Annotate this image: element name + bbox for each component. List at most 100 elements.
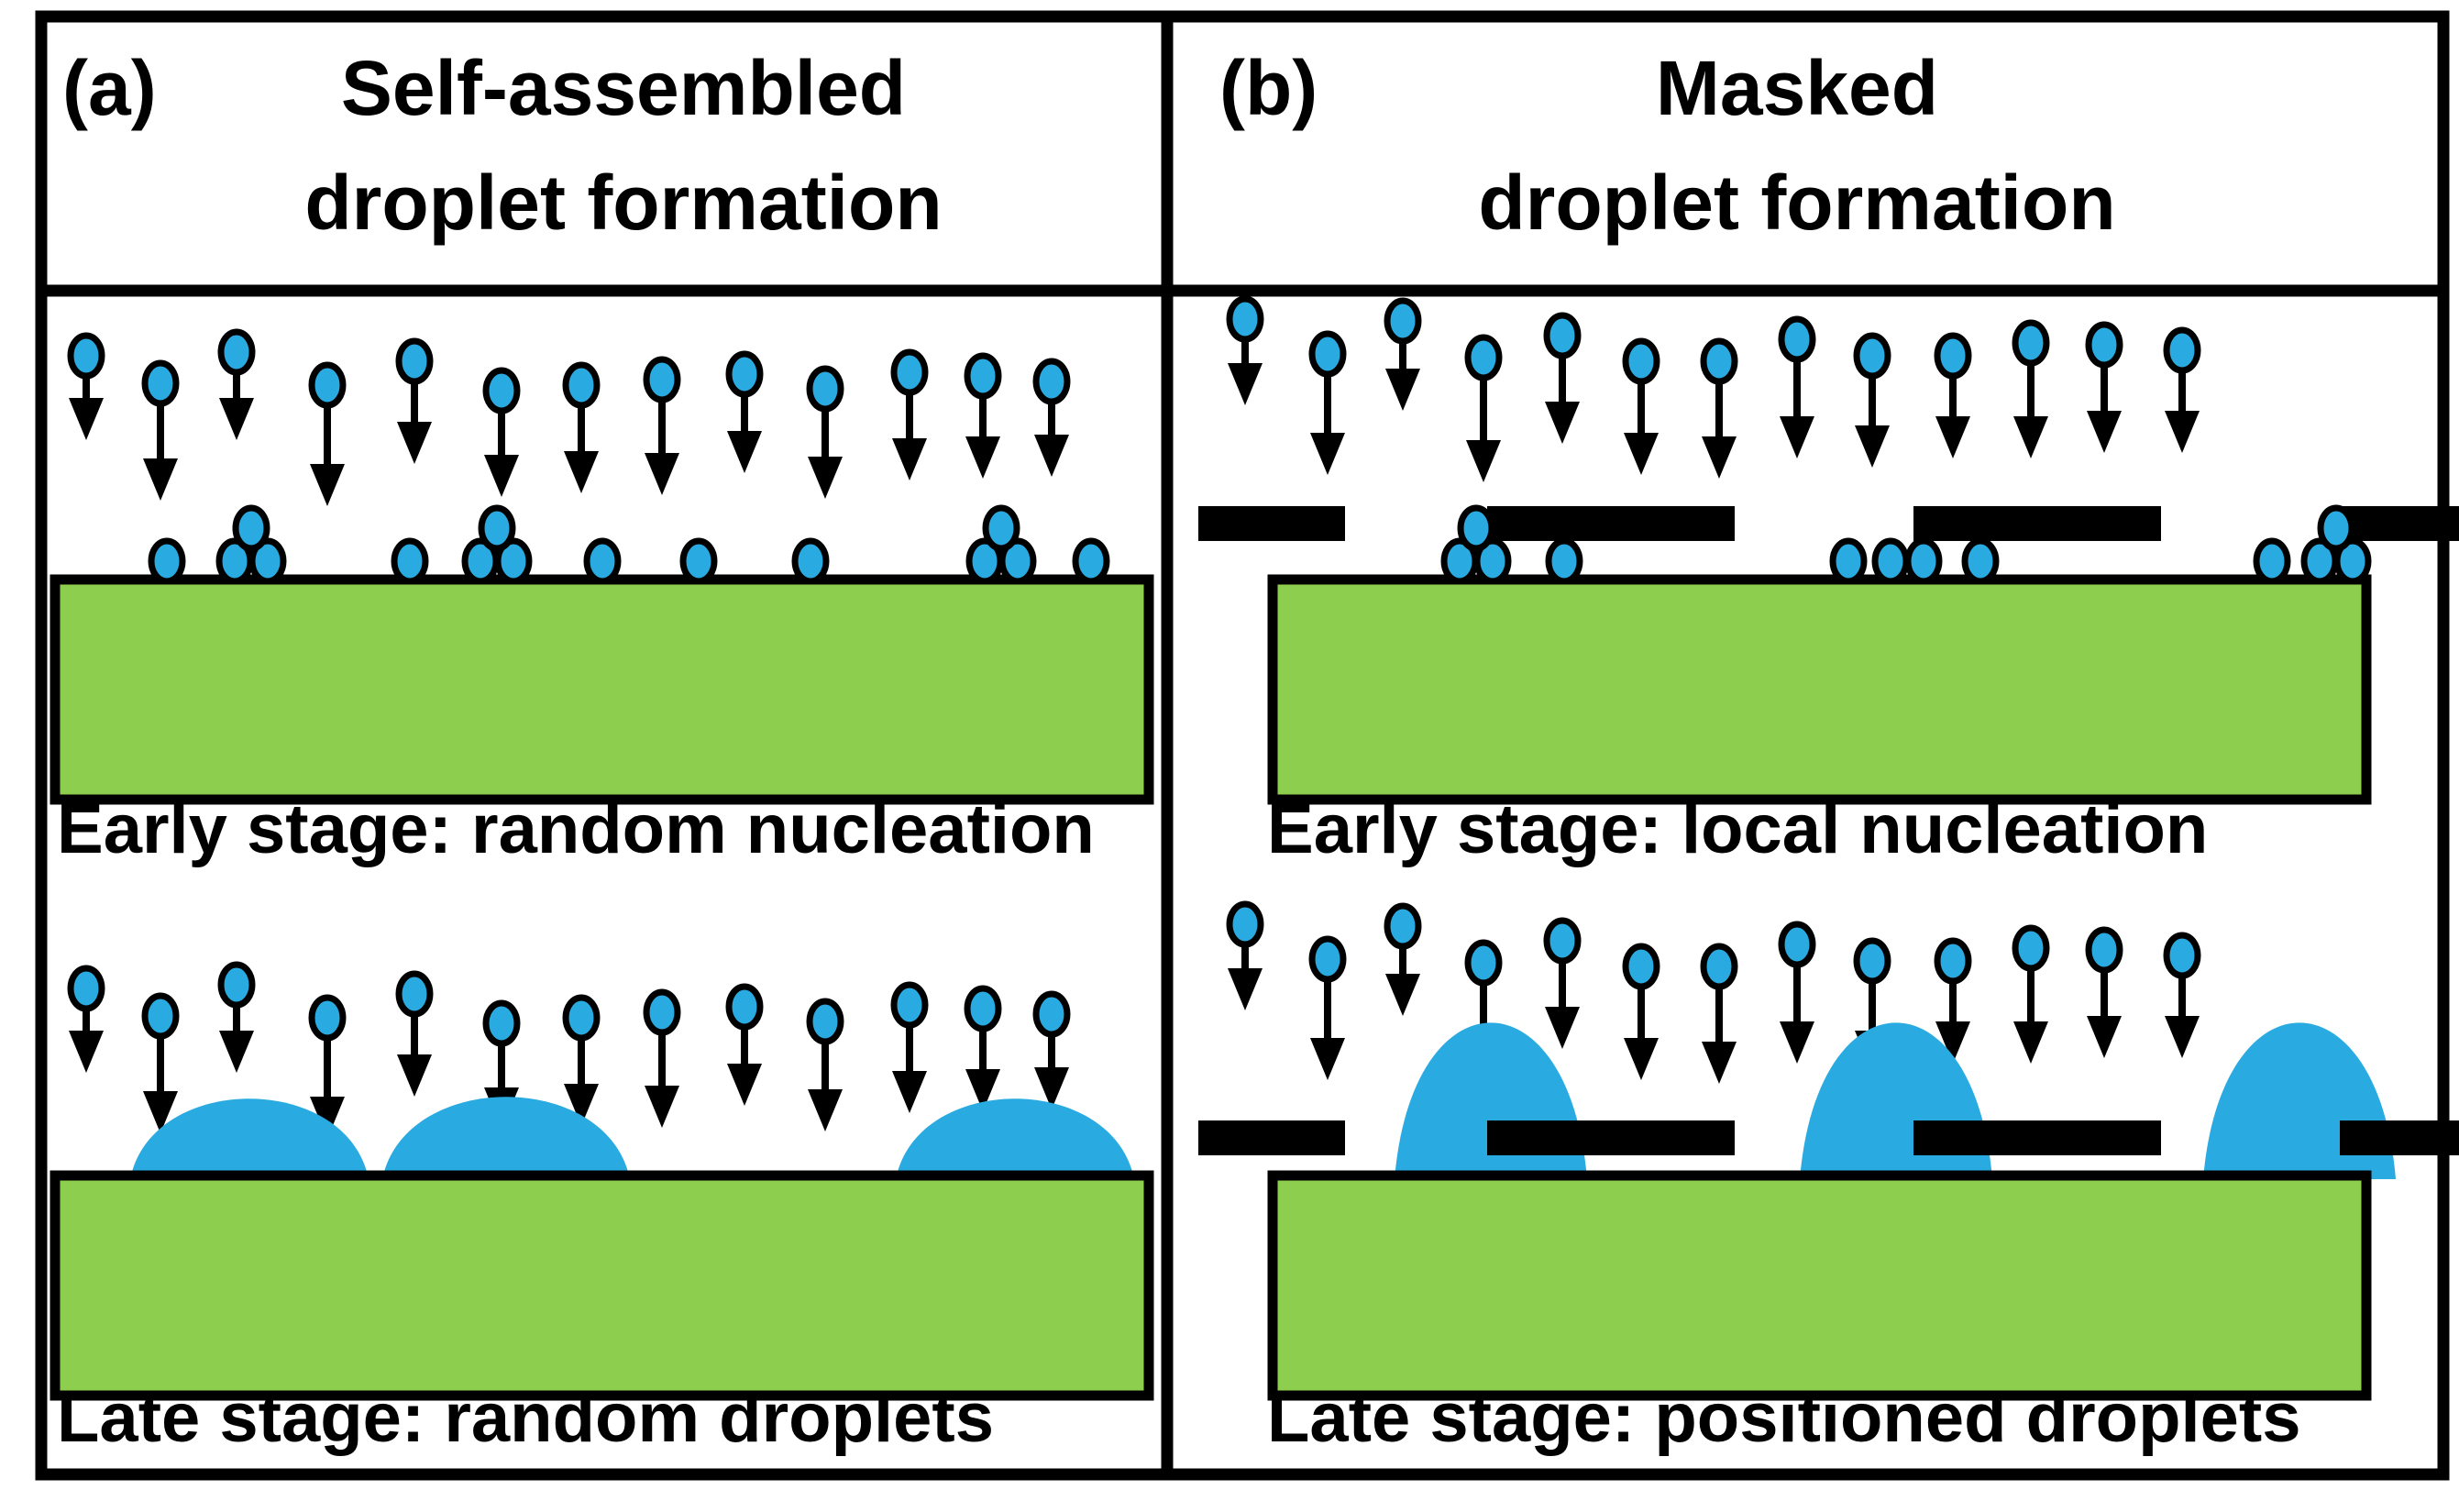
arrow-head-b-l-10 — [2013, 1021, 2048, 1064]
arrow-head-b-l-0 — [1228, 968, 1263, 1010]
vapor-particle-b-e-0 — [1226, 295, 1264, 343]
panel-b-early-stage-scene — [1198, 295, 2459, 805]
vapor-particle-b-l-3 — [1464, 939, 1503, 987]
vapor-particle-b-l-12 — [2163, 932, 2201, 979]
panel-a-early-caption: Early stage: random nucleation — [57, 790, 1095, 868]
arrow-head-b-l-11 — [2087, 1016, 2122, 1058]
arrow-head-b-e-12 — [2165, 411, 2200, 453]
arrow-head-b-e-3 — [1466, 440, 1501, 482]
mask-bar-b-late-3 — [2340, 1120, 2459, 1155]
arrow-head-a-e-8 — [727, 431, 762, 473]
arrow-head-b-l-12 — [2165, 1016, 2200, 1058]
vapor-particle-a-l-4 — [395, 970, 434, 1018]
droplet-dome-a-l-1 — [382, 1097, 630, 1179]
surface-nucleus-a-e-1b — [248, 537, 287, 585]
arrow-head-a-l-10 — [892, 1071, 927, 1113]
vapor-particle-a-e-11 — [964, 352, 1002, 400]
arrow-head-b-e-0 — [1228, 363, 1263, 405]
vapor-particle-b-l-10 — [2012, 924, 2050, 972]
vapor-particle-b-e-3 — [1464, 334, 1503, 381]
surface-nucleus-b-e-2 — [1829, 537, 1868, 585]
vapor-particle-a-e-1 — [141, 359, 180, 407]
vapor-particle-a-e-2 — [217, 328, 256, 376]
panel-a-title-line1: Self-assembled — [341, 45, 906, 131]
arrow-head-a-e-0 — [69, 398, 104, 440]
surface-nucleus-a-e-7c — [982, 504, 1020, 552]
panel-b-late-caption: Late stage: positioned droplets — [1267, 1379, 2300, 1457]
surface-nucleus-a-e-7b — [998, 537, 1037, 585]
arrow-head-a-e-10 — [892, 438, 927, 480]
vapor-particle-b-l-1 — [1308, 935, 1347, 983]
vapor-particle-b-e-4 — [1543, 312, 1582, 359]
surface-nucleus-a-e-4 — [583, 537, 622, 585]
panel-b-late-stage-scene — [1198, 900, 2459, 1401]
substrate-block-b-early — [1267, 574, 2372, 805]
panel-b-title-line2: droplet formation — [1478, 160, 2115, 246]
vapor-particle-b-l-11 — [2085, 926, 2123, 974]
vapor-particle-a-e-12 — [1032, 358, 1071, 405]
vapor-particle-a-l-12 — [1032, 990, 1071, 1038]
arrow-head-b-l-2 — [1385, 974, 1420, 1016]
surface-nucleus-b-e-0b — [1473, 537, 1512, 585]
vapor-particle-a-e-3 — [308, 361, 347, 409]
vapor-particle-b-l-5 — [1622, 943, 1660, 990]
arrow-head-b-l-9 — [1935, 1021, 1970, 1064]
panel-b-title-line1: Masked — [1656, 45, 1938, 131]
vapor-particle-b-l-6 — [1700, 943, 1738, 990]
arrow-head-a-l-11 — [965, 1069, 1000, 1111]
vapor-particle-b-e-11 — [2085, 321, 2123, 369]
surface-nucleus-b-e-6b — [2333, 537, 2372, 585]
vapor-particle-b-l-9 — [1934, 937, 1972, 985]
surface-nucleus-a-e-1c — [232, 504, 270, 552]
surface-nucleus-b-e-0c — [1457, 504, 1495, 552]
vapor-particle-a-e-0 — [67, 332, 105, 380]
arrow-head-a-l-12 — [1034, 1067, 1069, 1109]
arrow-head-a-l-9 — [808, 1089, 843, 1131]
vapor-particle-a-l-0 — [67, 965, 105, 1012]
arrow-head-a-e-4 — [397, 422, 432, 464]
arrow-head-a-e-6 — [564, 451, 599, 493]
arrow-head-a-e-5 — [484, 455, 519, 497]
vapor-particle-a-e-5 — [482, 367, 521, 414]
surface-nucleus-a-e-5 — [679, 537, 718, 585]
arrow-head-b-e-2 — [1385, 369, 1420, 411]
vapor-particle-a-e-7 — [643, 356, 681, 403]
droplet-dome-b-l-2 — [2203, 1022, 2396, 1179]
vapor-particle-a-l-5 — [482, 999, 521, 1047]
panel-a-late-caption: Late stage: random droplets — [57, 1379, 994, 1457]
vapor-particle-b-e-6 — [1700, 337, 1738, 385]
arrow-head-b-e-5 — [1624, 433, 1659, 475]
panel-b-early-caption: Early stage: local nucleation — [1267, 790, 2208, 868]
surface-nucleus-a-e-3c — [478, 504, 516, 552]
arrow-head-b-l-6 — [1702, 1042, 1737, 1084]
arrow-head-b-l-7 — [1780, 1021, 1814, 1064]
vapor-particle-b-e-1 — [1308, 330, 1347, 378]
arrow-head-b-l-5 — [1624, 1038, 1659, 1080]
arrow-head-a-e-3 — [310, 464, 345, 506]
vapor-particle-b-l-4 — [1543, 917, 1582, 965]
droplet-dome-a-l-2 — [896, 1098, 1134, 1179]
vapor-particle-a-e-6 — [562, 361, 601, 409]
surface-nucleus-b-e-6c — [2317, 504, 2355, 552]
vapor-particle-a-l-9 — [806, 998, 844, 1045]
vapor-particle-b-l-8 — [1853, 937, 1891, 985]
vapor-particle-b-e-9 — [1934, 332, 1972, 380]
substrate-block-a-early — [50, 574, 1154, 805]
arrow-head-a-l-4 — [397, 1054, 432, 1097]
mask-bar-b-late-0 — [1198, 1120, 1345, 1155]
substrate-block-b-late — [1267, 1170, 2372, 1401]
surface-nucleus-b-e-4 — [1961, 537, 2000, 585]
mask-bar-b-early-2 — [1913, 506, 2161, 541]
arrow-head-a-e-7 — [645, 453, 679, 495]
vapor-particle-a-l-7 — [643, 988, 681, 1036]
substrate-block-a-late — [50, 1170, 1154, 1401]
surface-nucleus-a-e-6 — [791, 537, 830, 585]
vapor-particle-b-l-2 — [1384, 902, 1422, 950]
surface-nucleus-b-e-5 — [2253, 537, 2291, 585]
vapor-particle-a-l-10 — [890, 981, 929, 1029]
arrow-head-a-e-9 — [808, 457, 843, 499]
surface-nucleus-b-e-1 — [1545, 537, 1583, 585]
panel-b-tag: (b) — [1219, 45, 1318, 131]
vapor-particle-b-e-5 — [1622, 337, 1660, 385]
